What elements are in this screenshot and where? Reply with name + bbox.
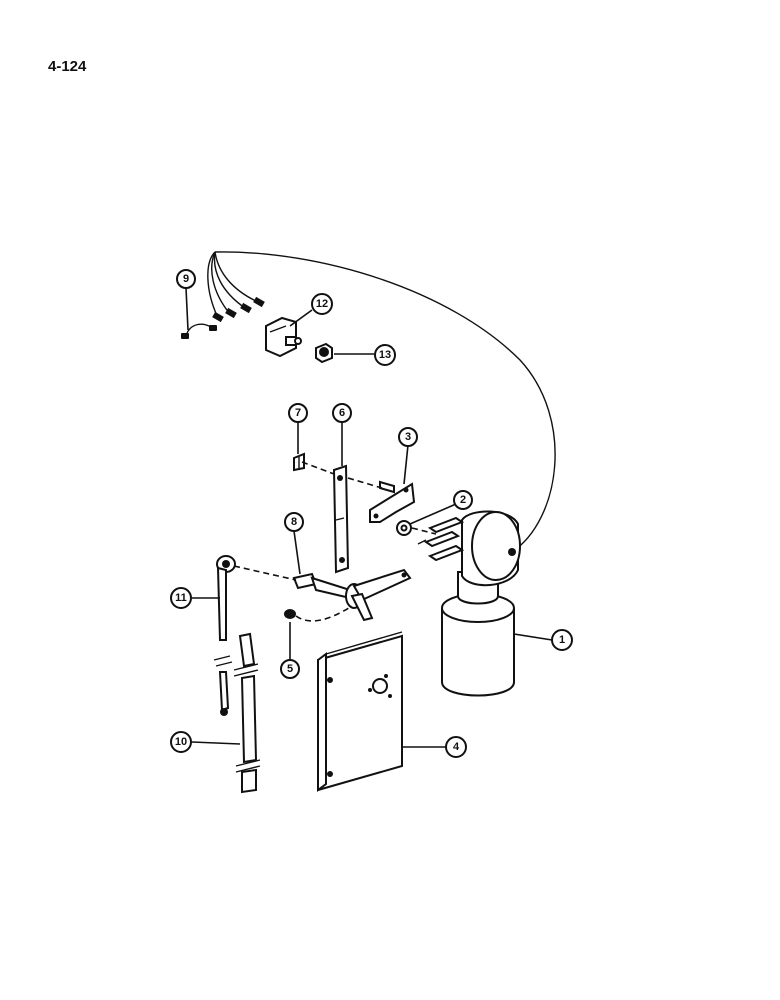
leader-2 — [409, 503, 457, 525]
part-3-crank — [369, 480, 416, 523]
callout-11: 11 — [170, 587, 192, 609]
leader-12 — [289, 309, 313, 327]
part-13-knob — [315, 342, 333, 364]
callout-3: 3 — [398, 427, 418, 447]
assembly-line — [233, 565, 297, 581]
svg-text:4: 4 — [453, 741, 460, 753]
assembly-line — [295, 605, 353, 622]
callout-13: 13 — [374, 344, 396, 366]
callout-6: 6 — [332, 403, 352, 423]
svg-text:12: 12 — [316, 298, 328, 310]
callout-12: 12 — [311, 293, 333, 315]
part-6-link-arm — [332, 464, 350, 574]
leader-10 — [191, 741, 241, 745]
svg-text:7: 7 — [295, 407, 301, 419]
svg-text:9: 9 — [183, 273, 189, 285]
part-5-screw — [284, 609, 296, 619]
part-12-switch — [265, 316, 302, 358]
part-8-pivot-shaft — [292, 568, 412, 622]
callout-4: 4 — [445, 736, 467, 758]
part-10-wiper-blade — [233, 632, 261, 794]
leader-1 — [513, 633, 553, 641]
svg-text:6: 6 — [339, 407, 345, 419]
page-number: 4-124 — [48, 58, 87, 75]
wiring-harness-cable — [214, 251, 556, 553]
callout-2: 2 — [453, 490, 473, 510]
callout-5: 5 — [280, 659, 300, 679]
part-2-washer — [396, 520, 412, 536]
svg-text:3: 3 — [405, 431, 411, 443]
part-4-mounting-plate — [317, 631, 403, 792]
part-11-wiper-arm — [213, 555, 236, 716]
assembly-line — [347, 477, 383, 489]
part-1-wiper-motor — [417, 510, 521, 697]
harness-leads — [207, 251, 265, 323]
svg-text:2: 2 — [460, 494, 466, 506]
leader-9 — [185, 287, 189, 331]
callout-7: 7 — [288, 403, 308, 423]
svg-text:10: 10 — [175, 736, 187, 748]
leader-8 — [293, 530, 301, 575]
svg-text:13: 13 — [379, 349, 391, 361]
svg-text:8: 8 — [291, 516, 297, 528]
leader-3 — [403, 444, 409, 485]
callout-10: 10 — [170, 731, 192, 753]
assembly-line — [301, 461, 335, 475]
svg-text:11: 11 — [175, 592, 187, 604]
callout-8: 8 — [284, 512, 304, 532]
callout-9: 9 — [176, 269, 196, 289]
callout-1: 1 — [551, 629, 573, 651]
svg-text:1: 1 — [559, 634, 565, 646]
part-9-jumper-wire — [181, 323, 217, 339]
part-7-clip — [293, 452, 305, 472]
svg-text:5: 5 — [287, 663, 293, 675]
assembly-line — [411, 527, 437, 535]
